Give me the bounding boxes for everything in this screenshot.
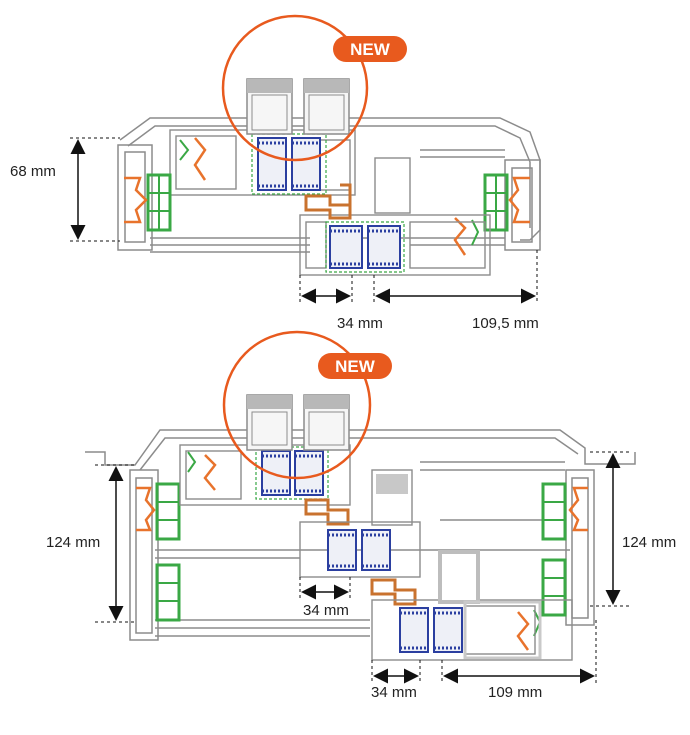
bottom-gray-profile: [438, 550, 542, 660]
top-new-badge-text: NEW: [350, 40, 391, 59]
top-left-thermal-break: [124, 137, 207, 232]
bottom-new-badge: NEW: [318, 353, 392, 379]
top-right-sash: [299, 157, 491, 276]
bottom-right-thermal-break: [516, 482, 588, 651]
bottom-reinforcement: [304, 498, 417, 606]
bottom-new-badge-text: NEW: [335, 357, 376, 376]
bottom-dim-mid-label: 34 mm: [303, 602, 349, 619]
bottom-left-thermal-break: [136, 451, 217, 622]
top-drawing: NEW 68 mm 34 mm 109,5 mm: [10, 14, 541, 332]
top-dimensions: [70, 137, 538, 304]
bottom-dim-right-label: 109 mm: [488, 684, 542, 701]
bottom-height-right-label: 124 mm: [622, 534, 676, 551]
top-glass-units: [251, 133, 327, 195]
top-highlight-circle: [221, 14, 369, 162]
bottom-handle-profiles: [246, 394, 350, 451]
top-handle-profiles: [246, 78, 350, 135]
bottom-dim-left-label: 34 mm: [371, 684, 417, 701]
bottom-highlight-circle: [222, 330, 372, 480]
bottom-outer-frame: [85, 429, 636, 641]
top-lower-glass-units: [325, 221, 405, 273]
bottom-drawing: NEW 124 mm 124 mm 34 mm 34 mm 109 mm: [46, 330, 676, 701]
top-height-label: 68 mm: [10, 163, 56, 180]
bottom-glass-units-2: [327, 529, 391, 571]
bottom-sash-2: [299, 469, 421, 578]
top-outer-frame: [117, 117, 541, 253]
bottom-height-left-label: 124 mm: [46, 534, 100, 551]
bottom-glass-units-3: [399, 607, 463, 653]
top-new-badge: NEW: [333, 36, 407, 62]
top-reinforcement: [304, 183, 352, 220]
bottom-dimensions: [95, 451, 630, 684]
top-dim-right-label: 109,5 mm: [472, 315, 539, 332]
top-right-thermal-break: [453, 173, 530, 256]
top-dim-left-label: 34 mm: [337, 315, 383, 332]
bottom-glass-units-1: [255, 446, 329, 500]
